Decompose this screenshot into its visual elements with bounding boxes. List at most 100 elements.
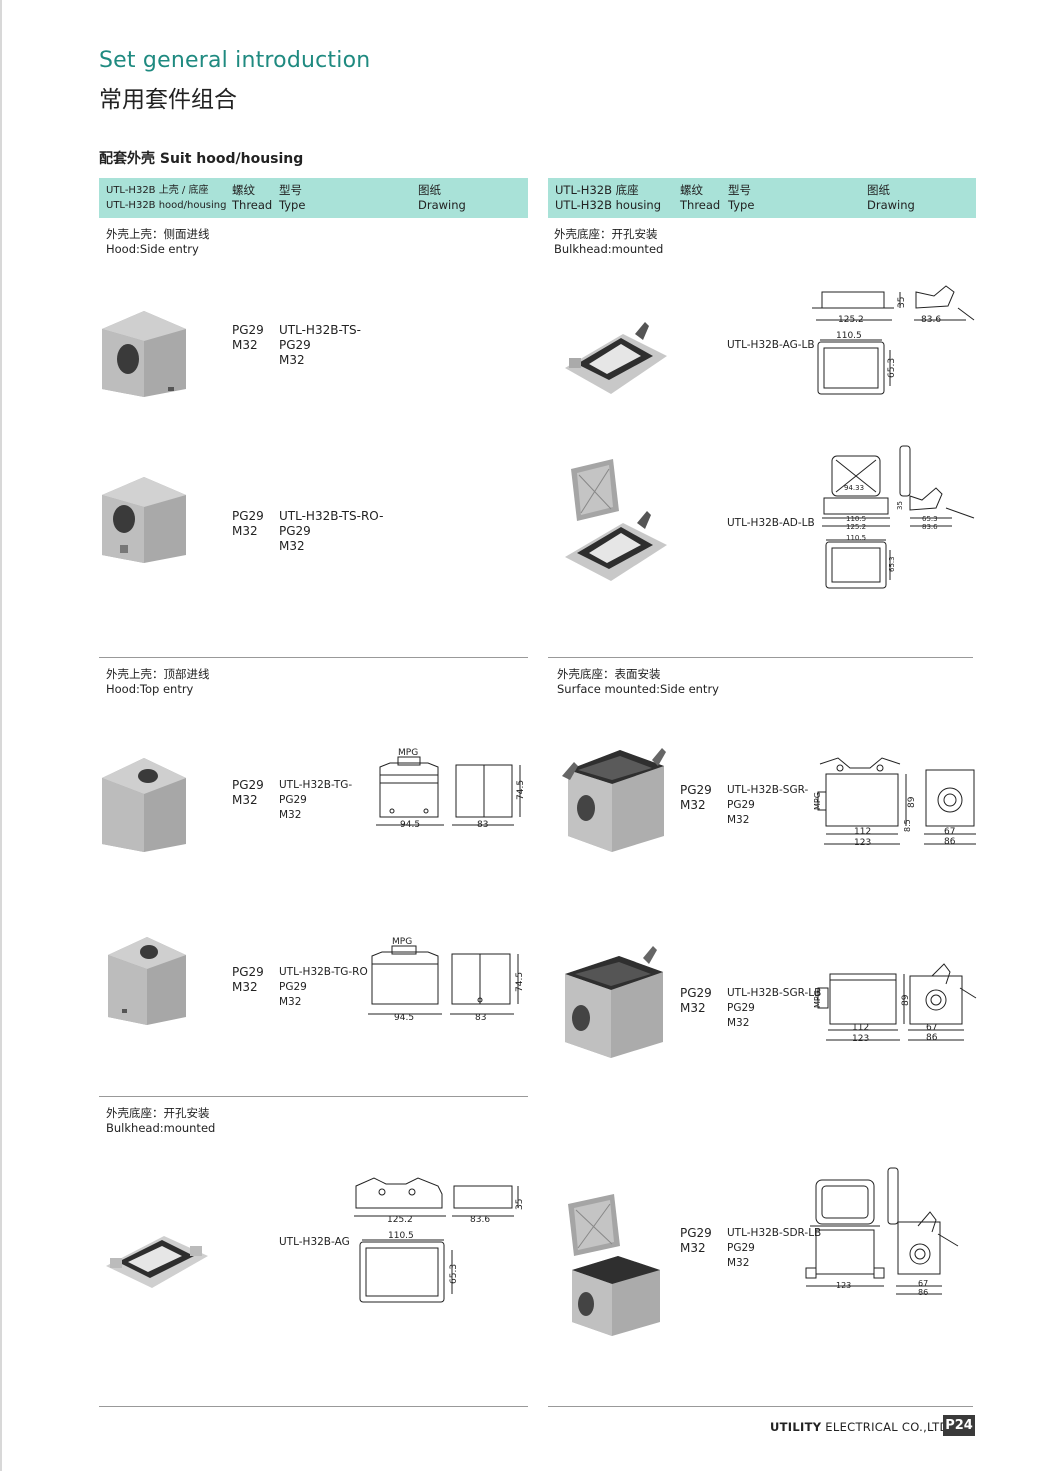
dim-label: 86 [926, 1033, 938, 1043]
section-label-en: Bulkhead:mounted [554, 242, 664, 256]
bulkhead-ad-lb-photo [563, 455, 669, 585]
section-heading: 配套外壳 Suit hood/housing [99, 151, 304, 167]
header-col1-cn: UTL-H32B 底座 [555, 183, 639, 197]
dim-label: 86 [944, 837, 956, 847]
dim-label: 74.5 [516, 780, 526, 800]
page-number: P24 [943, 1415, 975, 1436]
dim-label: 125.2 [838, 315, 864, 325]
dim-label: 35 [897, 297, 907, 308]
dim-label: 74.5 [515, 972, 525, 992]
header-col1-en: UTL-H32B hood/housing [106, 200, 227, 211]
footer-company: UTILITY ELECTRICAL CO.,LTD. [770, 1420, 953, 1434]
dim-label: 94.5 [400, 820, 420, 830]
dim-label: 65.3 [922, 515, 938, 523]
header-thread-cn: 螺纹 [232, 183, 255, 197]
divider [99, 1406, 528, 1407]
dim-label: 67 [918, 1279, 928, 1288]
header-col1-en: UTL-H32B housing [555, 198, 662, 212]
dim-label: MPG [813, 990, 822, 1008]
divider [99, 1096, 528, 1097]
header-thread-cn: 螺纹 [680, 183, 703, 197]
dim-label: 67 [944, 827, 955, 837]
header-drawing-en: Drawing [418, 198, 466, 212]
dim-label: 94.33 [844, 484, 864, 492]
type-cell: UTL-H32B-AG-LB [727, 339, 815, 351]
divider [548, 657, 973, 658]
section-label-cn: 外壳底座：开孔安装 [106, 1106, 210, 1120]
dim-label: 86 [918, 1288, 928, 1297]
hood-side-entry-ro-photo [98, 475, 190, 565]
type-cell: UTL-H32B-AD-LB [727, 517, 815, 529]
dim-label: 125.2 [846, 523, 866, 531]
dim-label: 83.6 [922, 523, 938, 531]
hood-top-entry-ro-photo [104, 935, 190, 1027]
tg-drawing: MPG 94.5 83 74.5 [370, 745, 530, 830]
sgr-drawing: 112 123 89 MPG 8.5 67 86 [810, 752, 980, 850]
dim-label: 125.2 [387, 1215, 413, 1225]
dim-label: 89 [907, 796, 917, 808]
section-label-en: Hood:Top entry [106, 682, 194, 696]
dim-label: 112 [854, 827, 871, 837]
header-type-en: Type [279, 198, 306, 212]
hood-side-entry-photo [98, 309, 190, 399]
header-thread-en: Thread [680, 198, 721, 212]
dim-label: 65.3 [888, 556, 896, 572]
section-label-cn: 外壳底座：开孔安装 [554, 227, 658, 241]
header-drawing-cn: 图纸 [867, 183, 890, 197]
divider [548, 1406, 973, 1407]
bulkhead-ag-lb-photo [563, 318, 669, 398]
dim-label: 123 [836, 1281, 851, 1290]
footer-brand: UTILITY [770, 1420, 822, 1434]
section-label-cn: 外壳上壳：顶部进线 [106, 667, 210, 681]
dim-label: 83.6 [470, 1215, 490, 1225]
type-cell: UTL-H32B-AG [279, 1236, 350, 1248]
dim-label: 110.5 [836, 331, 862, 341]
ad-lb-drawing: 94.33 110.5 125.2 65.3 83.6 35 110.5 65.… [818, 442, 978, 592]
header-drawing-en: Drawing [867, 198, 915, 212]
dim-label: 83.6 [921, 315, 941, 325]
dim-label: 83 [475, 1013, 486, 1022]
header-type-cn: 型号 [728, 183, 751, 197]
footer-company-name: ELECTRICAL CO.,LTD. [821, 1420, 953, 1434]
section-label-cn: 外壳底座：表面安装 [557, 667, 661, 681]
header-col1-cn: UTL-H32B 上壳 / 底座 [106, 185, 209, 196]
header-type-en: Type [728, 198, 755, 212]
dim-label: 83 [477, 820, 488, 830]
dim-label: MPG [392, 937, 412, 947]
section-label-en: Hood:Side entry [106, 242, 199, 256]
section-label-cn: 外壳上壳：侧面进线 [106, 227, 210, 241]
ag-drawing: 125.2 83.6 35 110.5 65.3 [352, 1172, 530, 1304]
dim-label: 123 [854, 838, 871, 848]
header-thread-en: Thread [232, 198, 273, 212]
dim-label: MPG [398, 748, 418, 758]
dim-label: 110.5 [846, 515, 866, 523]
dim-label: 110.5 [388, 1231, 414, 1241]
dim-label: 8.5 [903, 819, 912, 832]
sgr-lb-drawing: 112 123 89 MPG 67 86 [810, 958, 980, 1046]
bulkhead-ag-photo [104, 1226, 210, 1292]
ag-lb-drawing: 125.2 83.6 35 110.5 65.3 [808, 278, 978, 398]
dim-label: 123 [852, 1034, 869, 1044]
surface-sgr-lb-photo [557, 944, 669, 1062]
header-type-cn: 型号 [279, 183, 302, 197]
page-edge [0, 0, 2, 1471]
left-table-header: UTL-H32B 上壳 / 底座 UTL-H32B hood/housing 螺纹… [99, 178, 528, 218]
sdr-lb-drawing: 123 67 86 [802, 1164, 980, 1298]
dim-label: 67 [926, 1023, 937, 1033]
